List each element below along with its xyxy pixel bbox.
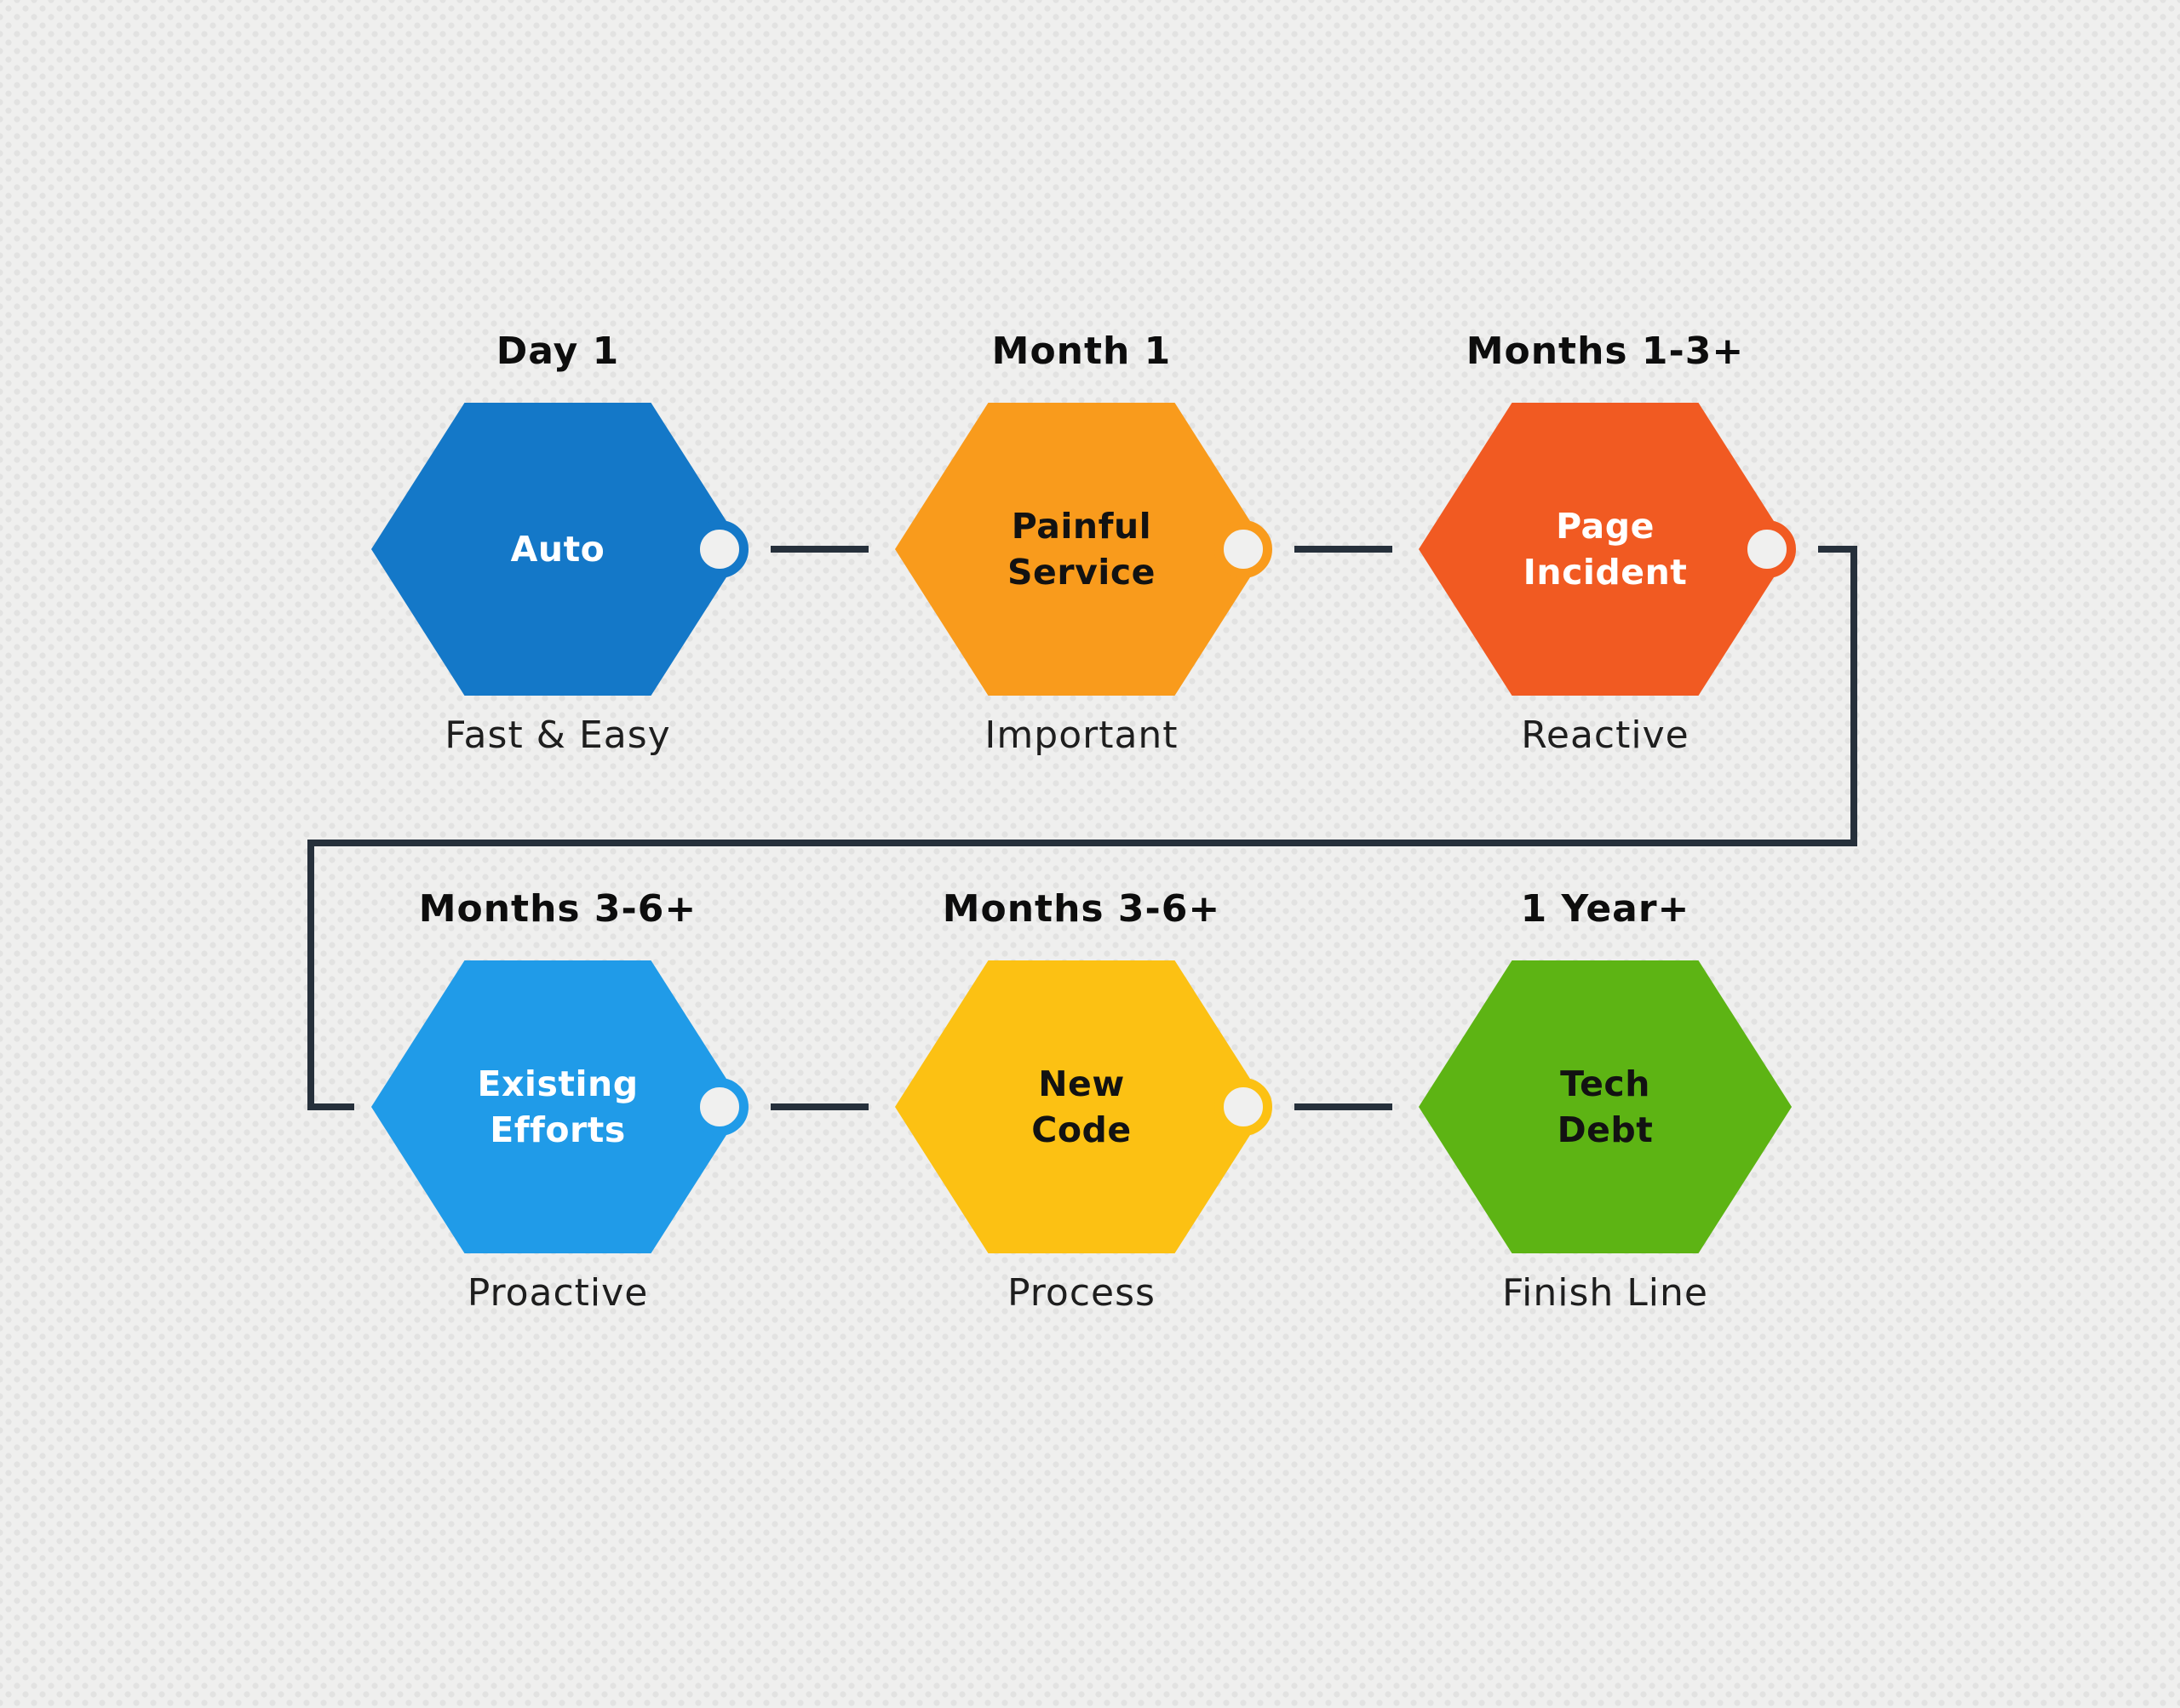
connector-dot [1214,1078,1272,1136]
time-label: 1 Year+ [1520,887,1690,931]
hexagon-existing-efforts: Existing Efforts [371,960,744,1253]
sub-label: Finish Line [1502,1271,1708,1315]
time-label: Months 3-6+ [942,887,1221,931]
step-node-existing-efforts: Months 3-6+ Existing Efforts Proactive [336,887,779,1338]
hexagon-page-incident: Page Incident [1419,403,1792,696]
step-node-new-code: Months 3-6+ New Code Process [860,887,1303,1338]
connector-dot [1738,520,1796,578]
sub-label: Reactive [1521,714,1690,757]
connector-segment-left-vertical [307,840,314,1109]
hexagon-new-code: New Code [895,960,1268,1253]
time-label: Months 1-3+ [1466,330,1745,373]
hexagon-label: New Code [1031,1063,1132,1150]
connector-dot [691,520,749,578]
connector-segment-3-out [1818,546,1857,553]
time-label: Months 3-6+ [418,887,697,931]
hexagon-label: Page Incident [1523,505,1688,593]
connector-segment-middle-horizontal [307,840,1857,846]
hexagon-painful-service: Painful Service [895,403,1268,696]
hexagon-auto: Auto [371,403,744,696]
sub-label: Fast & Easy [445,714,671,757]
hexagon-label: Tech Debt [1557,1063,1654,1150]
connector-segment-4-in [307,1103,354,1110]
hexagon-tech-debt: Tech Debt [1419,960,1792,1253]
connector-dot [1214,520,1272,578]
sub-label: Important [984,714,1179,757]
connector-segment-5to6 [1294,1103,1392,1110]
connector-segment-1to2 [771,546,869,553]
connector-segment-right-vertical [1850,546,1857,846]
step-node-page-incident: Months 1-3+ Page Incident Reactive [1384,330,1827,781]
step-node-painful-service: Month 1 Painful Service Important [860,330,1303,781]
step-node-auto: Day 1 Auto Fast & Easy [336,330,779,781]
time-label: Day 1 [496,330,620,373]
connector-dot [691,1078,749,1136]
sub-label: Process [1007,1271,1156,1315]
connector-segment-4to5 [771,1103,869,1110]
step-node-tech-debt: 1 Year+ Tech Debt Finish Line [1384,887,1827,1338]
sub-label: Proactive [467,1271,649,1315]
hexagon-label: Painful Service [1007,505,1156,593]
time-label: Month 1 [991,330,1172,373]
hexagon-label: Auto [510,528,605,570]
connector-segment-2to3 [1294,546,1392,553]
hexagon-label: Existing Efforts [477,1063,639,1150]
